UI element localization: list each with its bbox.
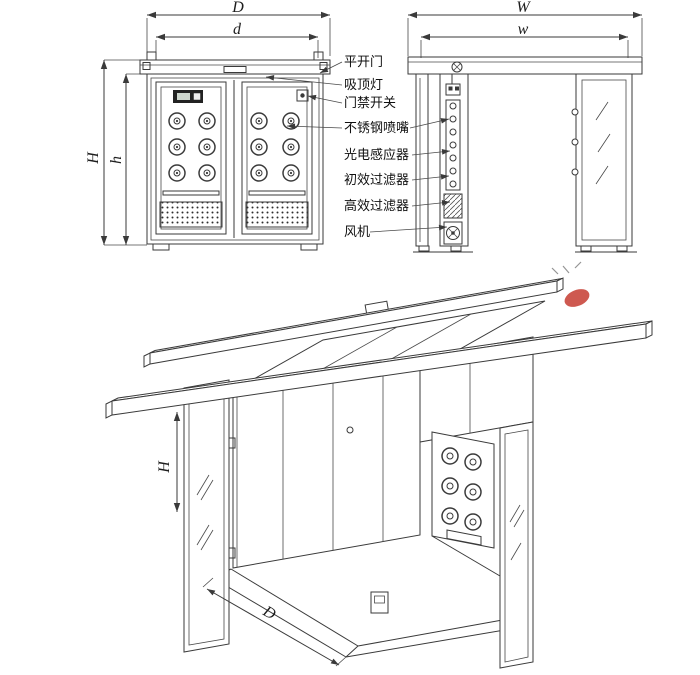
- ceiling-lamp-shape: [223, 66, 247, 73]
- front-dim-h-label: h: [108, 156, 125, 164]
- nozzle: [198, 164, 216, 182]
- nozzle: [571, 108, 579, 116]
- glass-mark: [510, 542, 522, 561]
- side-dim-W-label: W: [516, 0, 531, 16]
- iso-control-box: [370, 591, 389, 614]
- grille: [159, 201, 223, 228]
- front-cabinet: [139, 51, 331, 251]
- nozzle: [282, 112, 300, 130]
- side-equipment-column: [439, 73, 469, 247]
- photo-sensor-box: [445, 83, 461, 96]
- callout-primary-filter: 初效过滤器: [344, 172, 409, 187]
- nozzle: [198, 112, 216, 130]
- door-slot: [248, 190, 306, 196]
- interlock-switch-shape: [296, 89, 309, 102]
- front-dim-D: D: [146, 0, 331, 56]
- front-view: D d H h: [85, 0, 331, 251]
- callout-door-switch: 门禁开关: [344, 95, 396, 110]
- control-panel: [173, 90, 203, 103]
- nozzle-strip: [445, 99, 461, 191]
- grille: [446, 529, 482, 546]
- glass-mark: [200, 479, 214, 501]
- callout-swing-door: 平开门: [344, 54, 383, 69]
- side-dim-w-label: w: [518, 21, 529, 38]
- glass-mark: [196, 524, 210, 546]
- nozzle: [168, 112, 186, 130]
- callout-hepa-filter: 高效过滤器: [344, 198, 409, 213]
- hinge: [228, 547, 236, 559]
- door-slot: [162, 190, 220, 196]
- callout-ceiling-lamp: 吸顶灯: [344, 77, 383, 92]
- nozzle: [250, 112, 268, 130]
- glass-mark: [595, 165, 609, 185]
- glass-mark: [595, 101, 609, 121]
- fan-box: [443, 221, 463, 245]
- callouts: 平开门 吸顶灯 门禁开关 不锈钢喷嘴 光电感应器 初效过滤器 高效过滤器 风机: [265, 54, 451, 239]
- nozzle: [282, 164, 300, 182]
- front-dim-H-label: H: [85, 151, 102, 165]
- floor-edge: [431, 535, 501, 577]
- nozzle: [198, 138, 216, 156]
- iso-nozzle-wall: [431, 431, 501, 577]
- iso-back-beam: [143, 277, 564, 368]
- top-right-bracket: [313, 51, 324, 61]
- grille: [245, 201, 309, 228]
- nozzle-grid: [168, 112, 300, 182]
- leader-lines: [265, 61, 451, 233]
- nozzle: [282, 138, 300, 156]
- glass-mark: [513, 509, 525, 528]
- nozzle: [464, 513, 482, 531]
- iso-base-frame: [212, 568, 523, 658]
- foot: [152, 243, 170, 251]
- nozzle: [250, 138, 268, 156]
- right-door: [241, 81, 313, 235]
- side-feet: [413, 245, 637, 253]
- iso-front-beam: [105, 320, 653, 419]
- iso-dim-H-label: H: [156, 460, 173, 474]
- side-view: W w: [407, 0, 643, 253]
- nozzle: [168, 138, 186, 156]
- top-left-bracket: [146, 51, 157, 61]
- front-dim-H: H: [85, 59, 147, 246]
- front-dim-d: d: [155, 21, 319, 58]
- glass-mark: [200, 529, 214, 551]
- ceiling-lamp-shape: [451, 61, 463, 73]
- nozzle: [441, 477, 459, 495]
- front-dim-h: h: [108, 73, 148, 245]
- left-door: [155, 81, 227, 235]
- isometric-view: H D: [105, 261, 653, 669]
- foot: [300, 243, 318, 251]
- nozzle: [464, 483, 482, 501]
- side-right-glass-door: [571, 73, 633, 247]
- nozzle: [168, 164, 186, 182]
- nozzle: [441, 447, 459, 465]
- callout-fan: 风机: [344, 224, 370, 239]
- nozzle: [464, 453, 482, 471]
- iso-dim-H: H: [156, 412, 181, 512]
- side-dim-w: w: [420, 21, 629, 58]
- side-left-door-panel: [415, 73, 429, 247]
- nozzle: [441, 507, 459, 525]
- top-lamp-bar: [139, 59, 331, 75]
- glass-mark: [196, 474, 210, 496]
- side-top-beam: [407, 56, 643, 75]
- nozzle: [571, 168, 579, 176]
- glass-mark: [597, 133, 611, 153]
- hinge: [228, 437, 236, 449]
- front-dim-D-label: D: [231, 0, 244, 16]
- callout-nozzle: 不锈钢喷嘴: [344, 120, 409, 135]
- front-dim-d-label: d: [233, 21, 242, 38]
- nozzle: [250, 164, 268, 182]
- hepa-filter-box: [443, 193, 463, 219]
- nozzle: [571, 138, 579, 146]
- side-dim-W: W: [407, 0, 643, 56]
- watermark-stamp: [551, 261, 590, 307]
- iso-right-glass-column: [499, 421, 534, 669]
- iso-glass-door: [183, 379, 236, 653]
- glass-mark: [509, 504, 521, 523]
- callout-photo-sensor: 光电感应器: [344, 147, 409, 162]
- door-handle: [346, 426, 354, 434]
